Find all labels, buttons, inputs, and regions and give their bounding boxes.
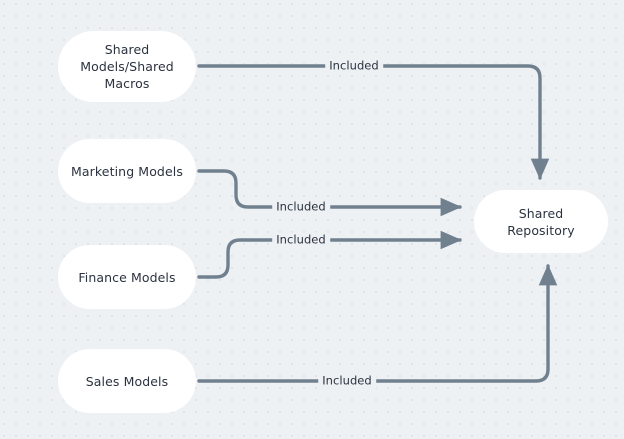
node-marketing-models-label: Marketing Models [71,163,183,179]
edge-finance-models-path [197,230,462,279]
edge-label-finance-models: Included [272,232,330,248]
node-shared-models[interactable]: Shared Models/Shared Macros [58,31,196,102]
node-shared-models-line2: Models/Shared [80,59,174,74]
node-shared-models-label: Shared Models/Shared Macros [80,41,174,92]
edge-label-marketing-models: Included [272,199,330,215]
node-sales-models-label: Sales Models [85,373,169,389]
node-finance-models[interactable]: Finance Models [58,245,196,309]
edge-shared-models-path [197,64,550,180]
edge-sales-models-path [197,264,558,383]
edge-label-sales-models: Included [318,373,376,389]
node-finance-models-label: Finance Models [78,269,176,285]
node-shared-models-line3: Macros [104,76,150,91]
node-shared-models-line1: Shared [104,42,150,57]
edge-label-shared-models: Included [325,58,383,74]
node-shared-repository-label: Shared Repository [507,205,575,238]
node-marketing-models[interactable]: Marketing Models [58,139,196,203]
node-shared-repository[interactable]: Shared Repository [474,190,608,253]
edge-marketing-models-path [197,169,462,217]
node-sales-models[interactable]: Sales Models [58,349,196,413]
